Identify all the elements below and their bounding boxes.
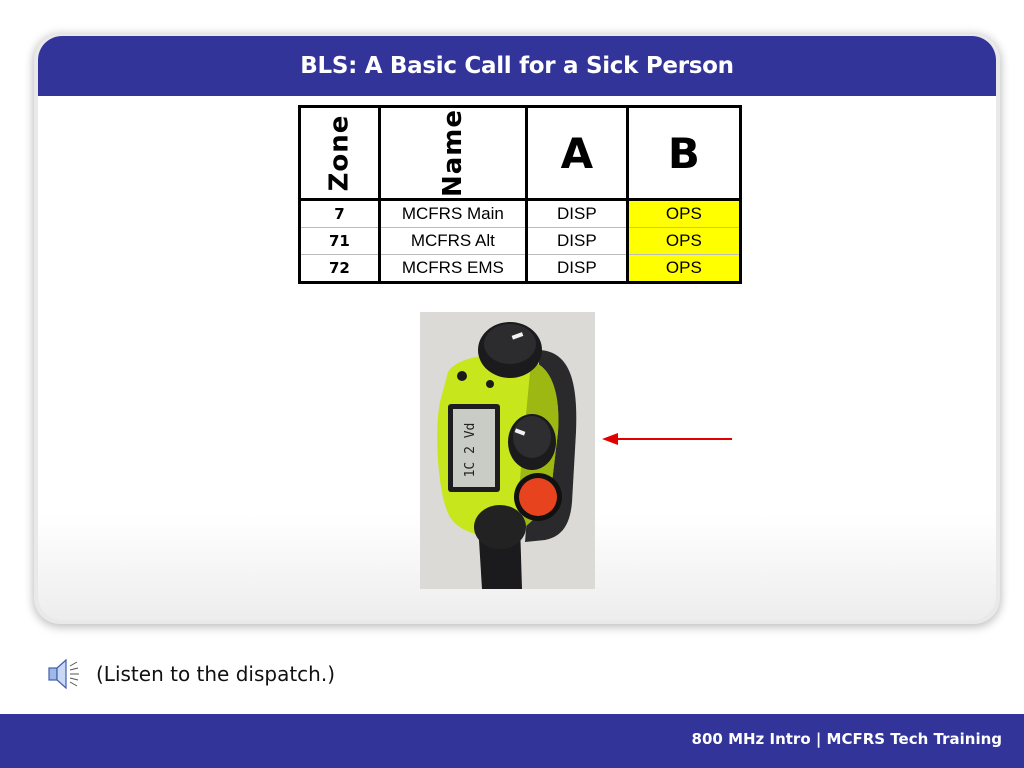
name-cell: MCFRS Main xyxy=(377,199,528,228)
footer-bar: 800 MHz Intro | MCFRS Tech Training xyxy=(0,714,1024,768)
footer-text: 800 MHz Intro | MCFRS Tech Training xyxy=(691,730,1002,748)
zone-cell: 71 xyxy=(298,227,381,255)
name-cell: MCFRS Alt xyxy=(377,227,528,255)
table-row: 71 MCFRS Alt DISP OPS xyxy=(298,227,742,255)
left-arrow-icon xyxy=(602,433,732,445)
table-row: 7 MCFRS Main DISP OPS xyxy=(298,199,742,228)
header-name: Name xyxy=(377,105,528,201)
audio-row: (Listen to the dispatch.) xyxy=(46,656,335,692)
name-cell: MCFRS EMS xyxy=(377,254,528,284)
b-cell: OPS xyxy=(625,227,742,255)
zone-table-header-row: Zone Name A B xyxy=(298,105,742,201)
zone-table: Zone Name A B 7 MCFRS Main DISP OPS 71 M… xyxy=(298,105,742,284)
title-bar: BLS: A Basic Call for a Sick Person xyxy=(38,36,996,96)
b-cell: OPS xyxy=(625,199,742,228)
header-zone: Zone xyxy=(298,105,381,201)
header-a-label: A xyxy=(560,128,594,178)
header-a: A xyxy=(524,105,629,201)
table-row: 72 MCFRS EMS DISP OPS xyxy=(298,254,742,284)
b-cell: OPS xyxy=(625,254,742,284)
speaker-icon[interactable] xyxy=(46,656,82,692)
zone-cell: 7 xyxy=(298,199,381,228)
a-cell: DISP xyxy=(524,199,629,228)
header-b: B xyxy=(625,105,742,201)
listen-label: (Listen to the dispatch.) xyxy=(96,662,336,686)
slide-title: BLS: A Basic Call for a Sick Person xyxy=(300,53,734,79)
radio-illustration: 1C 2 Vd xyxy=(420,312,595,589)
radio-photo: 1C 2 Vd xyxy=(420,312,595,589)
radio-display-text: 1C 2 Vd xyxy=(463,423,478,478)
header-name-label: Name xyxy=(437,108,468,198)
header-zone-label: Zone xyxy=(324,114,355,192)
zone-cell: 72 xyxy=(298,254,381,284)
a-cell: DISP xyxy=(524,254,629,284)
a-cell: DISP xyxy=(524,227,629,255)
header-b-label: B xyxy=(667,128,700,178)
